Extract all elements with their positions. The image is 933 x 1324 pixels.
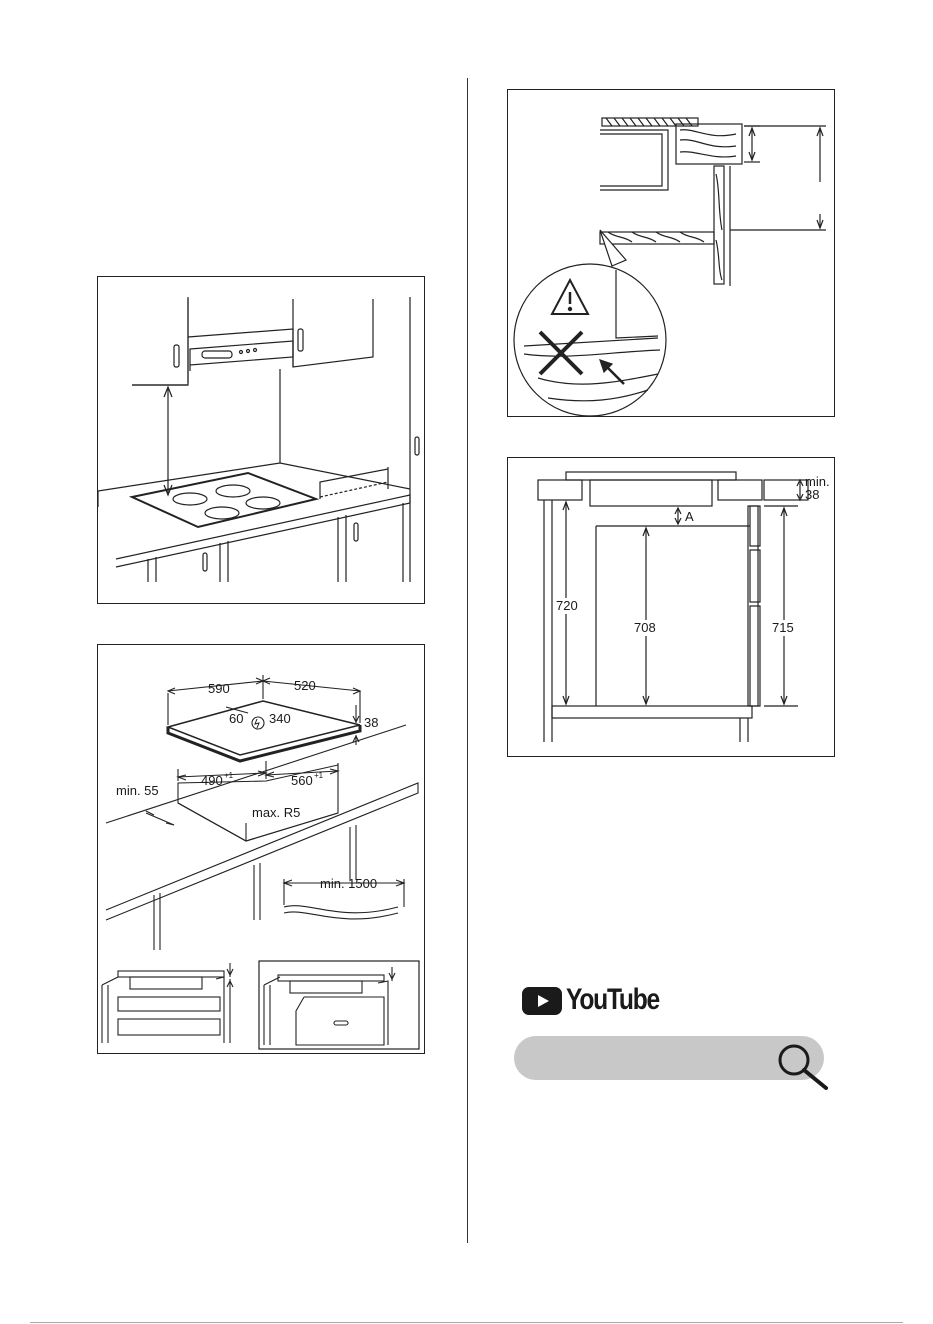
kitchen-hood-diagram — [97, 276, 425, 604]
label-cut-depth: 560 — [291, 773, 313, 788]
warning-cross-section-diagram — [507, 89, 835, 417]
label-conn-b: 340 — [269, 711, 291, 726]
search-icon[interactable] — [772, 1038, 834, 1094]
label-a: A — [685, 509, 694, 524]
label-width: 590 — [208, 681, 230, 696]
youtube-logo[interactable]: YouTube — [522, 987, 652, 1019]
label-conn-a: 60 — [229, 711, 243, 726]
label-cable: min. 1500 — [320, 876, 377, 891]
label-radius: max. R5 — [252, 805, 300, 820]
height-dimensions-diagram: min. 38 A 720 708 715 — [507, 457, 835, 757]
youtube-wordmark: YouTube — [566, 983, 659, 1017]
label-min-value: 38 — [805, 487, 819, 502]
cutout-dimensions-diagram: 590 520 60 340 38 490 +1 560 +1 min. 55 … — [97, 644, 425, 1054]
play-button-icon — [522, 987, 564, 1017]
label-708: 708 — [634, 620, 656, 635]
label-715: 715 — [772, 620, 794, 635]
label-min-edge: min. 55 — [116, 783, 159, 798]
label-cut-width-tol: +1 — [224, 771, 234, 780]
label-height: 38 — [364, 715, 378, 730]
label-cut-width: 490 — [201, 773, 223, 788]
label-depth: 520 — [294, 678, 316, 693]
page-bottom-line — [30, 1322, 903, 1323]
label-720: 720 — [556, 598, 578, 613]
column-divider — [467, 78, 468, 1243]
label-cut-depth-tol: +1 — [314, 771, 324, 780]
